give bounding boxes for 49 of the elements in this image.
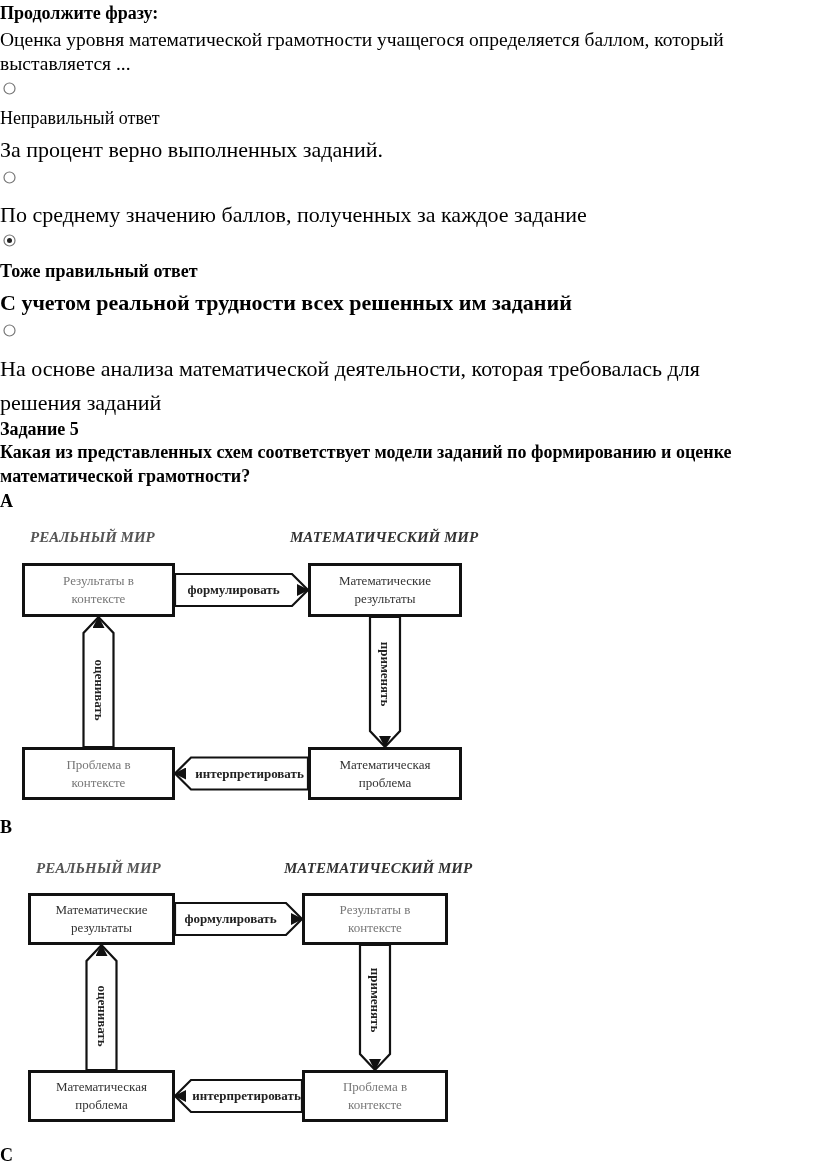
process-box xyxy=(22,563,175,617)
answer-note: Неправильный ответ xyxy=(0,107,160,130)
process-box xyxy=(308,747,462,800)
box-text: Математическая проблема xyxy=(55,1078,148,1114)
edge-label: оценивать xyxy=(93,984,110,1047)
task-heading: Задание 5 xyxy=(0,418,79,440)
block-arrow xyxy=(85,943,118,1072)
option-letter: С xyxy=(0,1144,13,1166)
world-label: МАТЕМАТИЧЕСКИЙ МИР xyxy=(284,859,473,877)
block-arrow xyxy=(173,1078,304,1114)
process-box xyxy=(28,1070,175,1122)
block-arrow xyxy=(82,615,115,749)
answer-option: По среднему значению баллов, полученных за каждое задание xyxy=(0,201,587,229)
edge-label: интерпретировать xyxy=(192,1088,301,1104)
question-heading: Продолжите фразу: xyxy=(0,2,159,24)
process-box xyxy=(308,563,462,617)
process-box xyxy=(302,1070,448,1122)
edge-label: применять xyxy=(377,641,393,707)
option-letter: А xyxy=(0,490,13,512)
box-text: Математическая проблема xyxy=(338,755,432,792)
process-box xyxy=(28,893,175,945)
box-text: Математические результаты xyxy=(337,572,433,608)
block-arrow xyxy=(173,756,310,791)
question-text: Оценка уровня математической грамотности учащегося определяется баллом, который выставляется ... xyxy=(0,28,725,76)
answer-option: На основе анализа математической деятельности, которая требовалась для решения заданий xyxy=(0,352,780,420)
answer-option: За процент верно выполненных заданий. xyxy=(0,136,383,164)
world-label: МАТЕМАТИЧЕСКИЙ МИР xyxy=(290,528,479,546)
world-label: РЕАЛЬНЫЙ МИР xyxy=(30,528,155,546)
block-arrow xyxy=(173,901,304,937)
edge-label: формулировать xyxy=(184,911,277,927)
block-arrow xyxy=(173,572,310,608)
box-text: Результаты в контексте xyxy=(338,901,412,937)
block-arrow xyxy=(358,943,392,1072)
edge-label: формулировать xyxy=(187,582,280,598)
world-label: РЕАЛЬНЫЙ МИР xyxy=(36,859,161,877)
edge-label: применять xyxy=(367,967,383,1032)
answer-note: Тоже правильный ответ xyxy=(0,260,198,283)
answer-option: С учетом реальной трудности всех решенных им заданий xyxy=(0,289,572,317)
box-text: Результаты в контексте xyxy=(62,572,135,608)
box-text: Проблема в контексте xyxy=(341,1078,409,1114)
process-box xyxy=(302,893,448,945)
box-text: Математические результаты xyxy=(54,901,149,937)
edge-label: интерпретировать xyxy=(195,765,304,782)
task-question: Какая из представленных схем соответствует модели заданий по формированию и оценке математической грамотности? xyxy=(0,441,733,488)
process-box xyxy=(22,747,175,800)
option-letter: В xyxy=(0,816,12,838)
edge-label: оценивать xyxy=(90,659,107,721)
block-arrow xyxy=(368,615,402,749)
box-text: Проблема в контексте xyxy=(65,755,132,792)
